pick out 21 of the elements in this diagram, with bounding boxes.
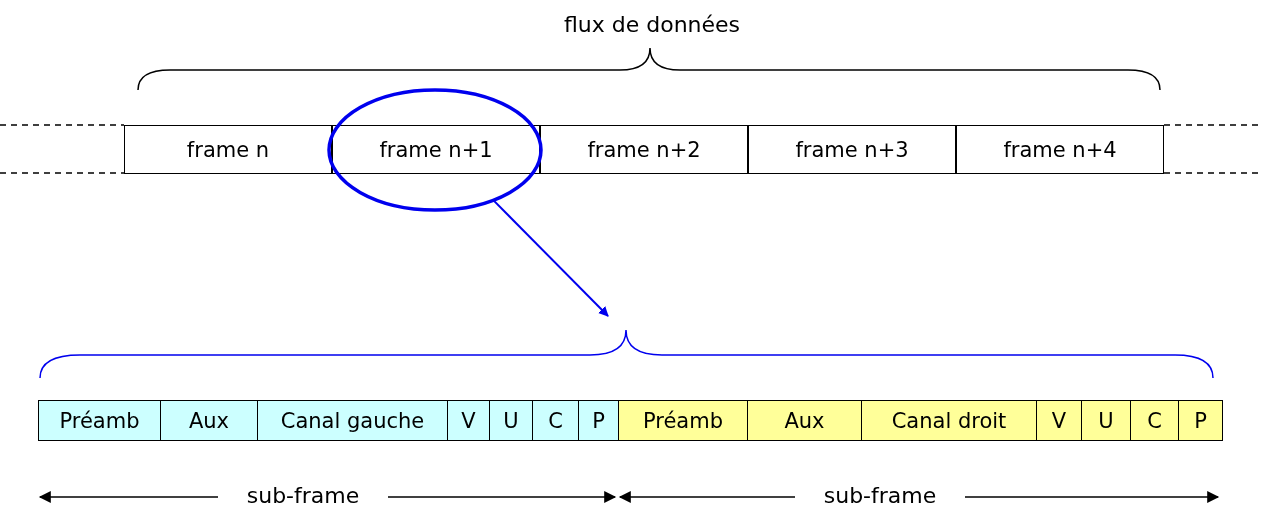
field-box: P (1178, 400, 1223, 441)
highlight-ellipse (327, 88, 543, 212)
arrow (492, 199, 609, 317)
frame-box: frame n+2 (540, 125, 748, 174)
field-box: Préamb (38, 400, 161, 441)
brace (39, 329, 1214, 379)
field-box: V (447, 400, 490, 441)
field-box: Aux (747, 400, 862, 441)
field-box: Aux (160, 400, 258, 441)
frame-box: frame n (124, 125, 332, 174)
field-box: Canal droit (861, 400, 1037, 441)
field-box: C (532, 400, 579, 441)
field-box: P (578, 400, 619, 441)
field-box: U (489, 400, 533, 441)
field-box: Canal gauche (257, 400, 448, 441)
field-box: Préamb (618, 400, 748, 441)
frame-box: frame n+3 (748, 125, 956, 174)
frame-box: frame n+4 (956, 125, 1164, 174)
field-box: C (1130, 400, 1179, 441)
field-box: V (1036, 400, 1082, 441)
field-box: U (1081, 400, 1131, 441)
